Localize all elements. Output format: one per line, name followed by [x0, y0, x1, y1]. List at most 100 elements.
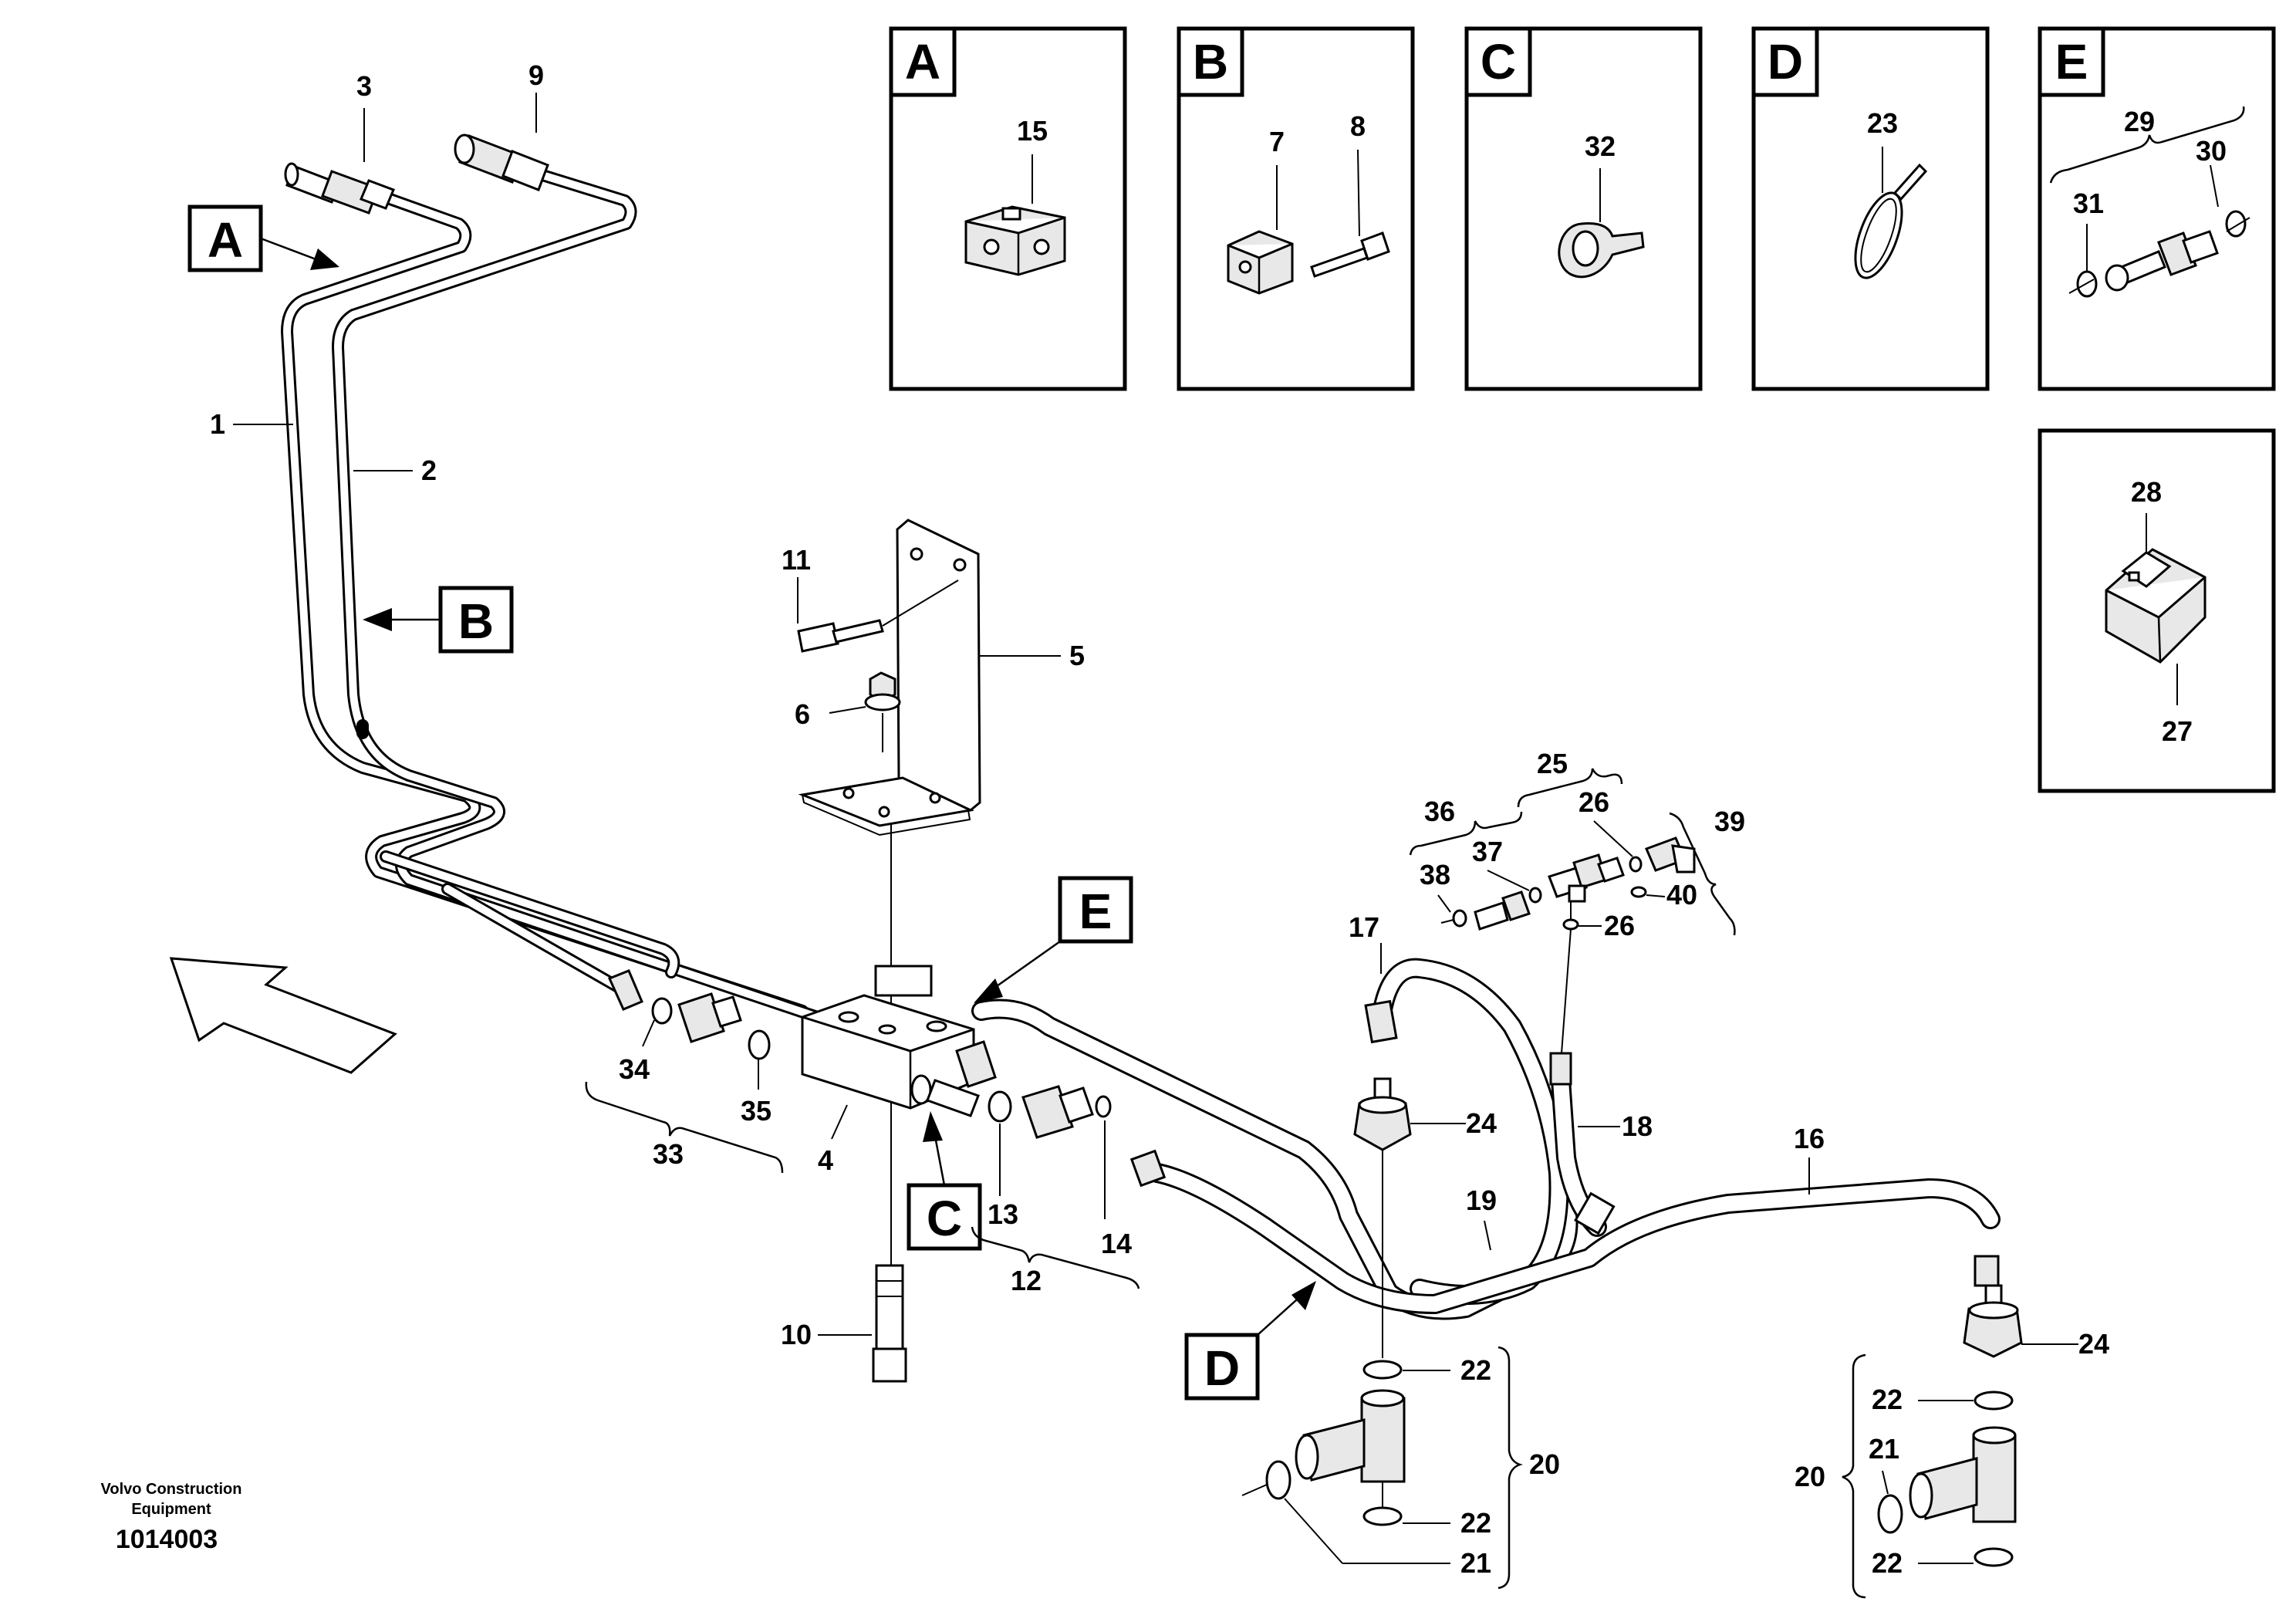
screw-part-8 [1310, 231, 1390, 278]
callout-6: 6 [795, 698, 810, 730]
callout-20: 20 [1529, 1448, 1560, 1480]
adapter-part-37 [1474, 890, 1531, 931]
clamp-part-15 [964, 205, 1066, 276]
view-marker-c: C [907, 1111, 982, 1251]
callout-31: 31 [2073, 188, 2104, 219]
o-ring-13 [988, 1090, 1012, 1123]
callout-22b: 22 [1460, 1507, 1491, 1539]
nut-part-6 [864, 671, 901, 711]
callout-26b: 26 [1604, 910, 1635, 941]
bracket-20-right [1842, 1353, 1866, 1599]
o-ring-34 [651, 997, 673, 1025]
detail-letter-e: E [2055, 34, 2088, 90]
o-ring-26-top [1629, 856, 1643, 873]
detail-letter-b: B [1193, 34, 1228, 90]
callout-37: 37 [1472, 836, 1503, 867]
callout-33: 33 [653, 1138, 684, 1170]
hose-part-16 [1147, 1163, 2001, 1314]
adapter-part-24-right [1963, 1284, 2023, 1358]
callout-12: 12 [1011, 1265, 1042, 1296]
switch-part-28 [2105, 548, 2207, 664]
drawing-number: 1014003 [116, 1525, 218, 1554]
callout-24: 24 [1466, 1107, 1497, 1139]
callout-3: 3 [356, 70, 372, 102]
callout-1: 1 [210, 408, 225, 440]
callout-9: 9 [528, 59, 544, 91]
callout-38: 38 [1420, 859, 1450, 890]
tee-fitting-part-20-right [1909, 1426, 2017, 1523]
view-marker-e: E [974, 876, 1133, 1003]
detail-box-c: C 32 [1464, 26, 1703, 391]
callout-26: 26 [1578, 786, 1609, 818]
callout-28: 28 [2131, 476, 2162, 508]
callout-22: 22 [1460, 1354, 1491, 1386]
bracket-20-middle [1497, 1346, 1523, 1590]
fitting-group-12 [988, 1085, 1112, 1139]
bracket-29 [2049, 106, 2245, 184]
callout-32: 32 [1585, 130, 1616, 162]
detail-box-switch: 28 27 [2038, 428, 2276, 793]
bolt-part-11 [797, 619, 884, 653]
bolt-part-10 [872, 1264, 907, 1383]
o-ring-22-right-bottom [1974, 1547, 2014, 1567]
callout-10: 10 [781, 1319, 812, 1350]
callout-39: 39 [1714, 806, 1745, 837]
o-ring-37 [1528, 887, 1542, 904]
callout-29: 29 [2124, 106, 2155, 137]
direction-arrow [169, 957, 397, 1074]
callout-22d: 22 [1872, 1547, 1903, 1579]
elbow-part-39 [1644, 836, 1696, 874]
callout-36: 36 [1424, 796, 1455, 827]
bracket-36 [1409, 811, 1523, 856]
fitting-group-33 [607, 969, 771, 1060]
o-ring-21-right [1877, 1494, 1903, 1534]
valve-fitting-c [926, 1040, 997, 1117]
clamp-block-part-7 [1227, 230, 1294, 295]
callout-25: 25 [1537, 748, 1568, 779]
view-marker-b: B [363, 586, 514, 654]
cable-tie-part-23 [1854, 163, 1928, 279]
detail-box-a: A 15 [889, 26, 1127, 391]
tee-fitting-part-20-middle [1295, 1389, 1406, 1483]
hose-end-fitting-16b [1974, 1255, 2000, 1287]
callout-20b: 20 [1795, 1461, 1825, 1492]
callout-21: 21 [1460, 1547, 1491, 1579]
marker-letter-b: B [458, 593, 494, 649]
marker-letter-c: C [927, 1191, 962, 1246]
marker-letter-d: D [1204, 1340, 1240, 1396]
callout-11: 11 [782, 544, 811, 576]
o-ring-22-middle-bottom [1362, 1506, 1403, 1526]
detail-box-d: D 23 [1751, 26, 1990, 391]
o-ring-14 [1095, 1095, 1112, 1118]
callout-7: 7 [1269, 126, 1285, 157]
bracket-33 [585, 1081, 784, 1174]
callout-16: 16 [1794, 1123, 1825, 1154]
callout-17: 17 [1349, 911, 1379, 943]
callout-5: 5 [1069, 640, 1085, 671]
o-ring-22-right-top [1974, 1391, 2014, 1411]
callout-22c: 22 [1872, 1384, 1903, 1415]
pipes-1-2 [281, 168, 839, 1029]
callout-19: 19 [1466, 1184, 1497, 1216]
detail-letter-c: C [1481, 34, 1516, 90]
hose-part-19 [971, 999, 1578, 1320]
hose-end-fitting-17 [1364, 999, 1398, 1044]
callout-18: 18 [1622, 1110, 1653, 1142]
callout-2: 2 [421, 454, 437, 486]
hose-end-fitting-18 [1549, 1052, 1572, 1086]
callout-27: 27 [2162, 715, 2193, 747]
detail-letter-d: D [1768, 34, 1803, 90]
o-ring-40 [1630, 886, 1647, 898]
detail-box-b: B 7 8 [1177, 26, 1415, 391]
detail-box-e: E 29 31 30 [2038, 26, 2276, 391]
callout-21b: 21 [1869, 1433, 1899, 1465]
callout-34: 34 [619, 1053, 650, 1085]
callout-30: 30 [2196, 135, 2227, 167]
marker-letter-e: E [1079, 884, 1113, 939]
bracket-25 [1517, 768, 1623, 808]
o-ring-21-middle [1265, 1460, 1292, 1500]
o-ring-26-bottom [1562, 918, 1579, 931]
o-ring-22-middle-top [1362, 1360, 1403, 1380]
callout-24b: 24 [2078, 1328, 2109, 1360]
